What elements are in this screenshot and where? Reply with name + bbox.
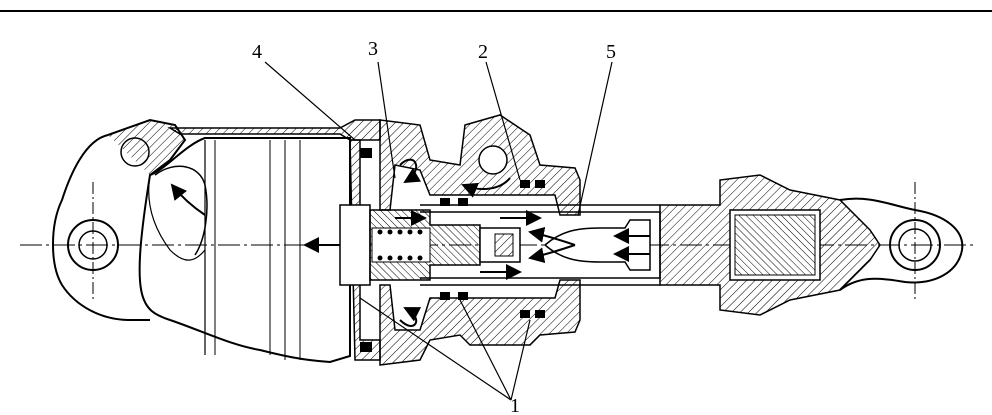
callout-1: 1 <box>510 395 520 415</box>
callout-4: 4 <box>252 41 262 63</box>
callout-3: 3 <box>368 38 378 60</box>
callout-5: 5 <box>606 41 616 63</box>
callout-2: 2 <box>478 41 488 63</box>
left-mounting-eye <box>53 120 185 320</box>
